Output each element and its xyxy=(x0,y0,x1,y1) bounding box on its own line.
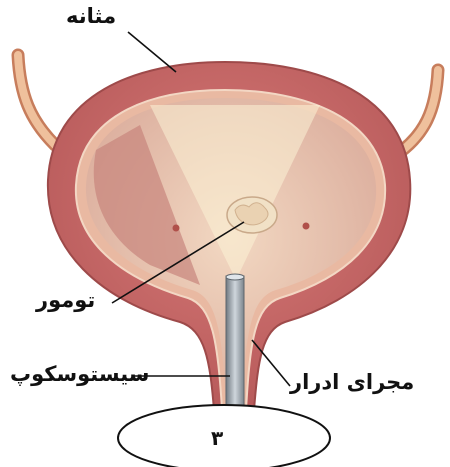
label-cystoscope: سیستوسکوپ xyxy=(10,364,149,385)
right-ureteral-orifice xyxy=(303,223,310,230)
cystoscope-tip xyxy=(226,274,244,280)
left-ureteral-orifice xyxy=(173,225,180,232)
figure-number-oval xyxy=(118,405,330,467)
label-bladder: مثانه xyxy=(66,6,116,27)
label-urethra: مجرای ادرار xyxy=(290,372,414,393)
label-tumor: تومور xyxy=(36,290,95,311)
figure-number: ۳ xyxy=(211,428,223,448)
bladder-leader-line xyxy=(128,32,176,72)
cystoscope-shaft xyxy=(226,276,244,410)
